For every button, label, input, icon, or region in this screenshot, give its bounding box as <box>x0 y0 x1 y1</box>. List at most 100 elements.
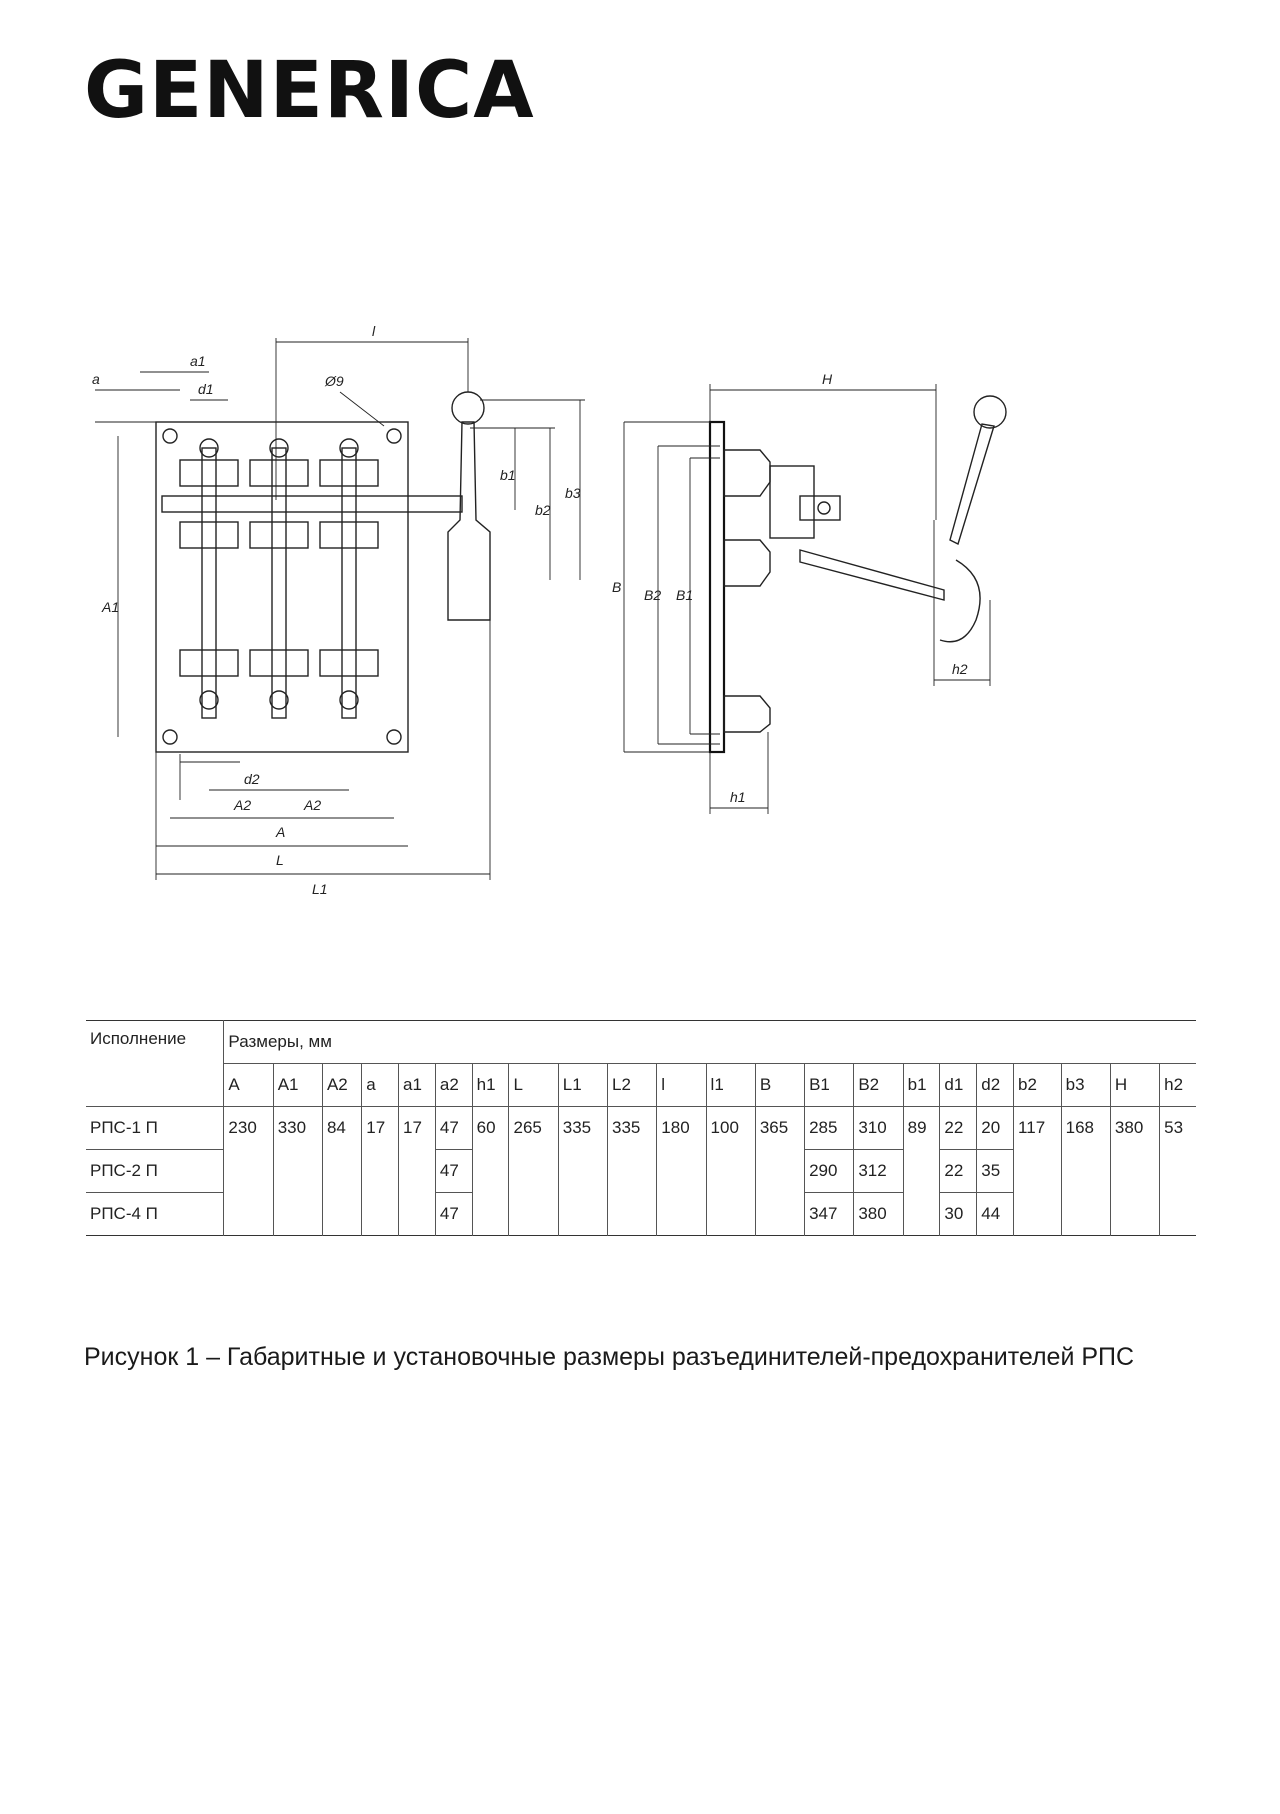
table-cell: 100 <box>705 1106 756 1150</box>
column-header: a2 <box>434 1063 473 1107</box>
side-pivot <box>817 501 831 515</box>
column-header: L2 <box>607 1063 657 1107</box>
column-header: d2 <box>976 1063 1014 1107</box>
side-contact-bottom <box>723 695 771 733</box>
side-rod <box>799 549 945 601</box>
table-cell <box>471 1192 509 1236</box>
table-cell <box>902 1149 940 1193</box>
table-cell <box>557 1149 608 1193</box>
table-cell: 84 <box>321 1106 362 1150</box>
column-header: A1 <box>272 1063 323 1107</box>
table-cell <box>361 1149 399 1193</box>
drive-shaft <box>161 495 463 513</box>
column-header: a <box>361 1063 399 1107</box>
side-mechanism <box>769 465 815 539</box>
dim-A2-right: A2 <box>303 797 321 813</box>
dim-h1: h1 <box>730 789 746 805</box>
column-header: B <box>754 1063 805 1107</box>
table-cell: 53 <box>1159 1106 1196 1150</box>
table-cell: 35 <box>976 1149 1014 1193</box>
mount-hole <box>162 428 178 444</box>
pole-3 <box>319 438 379 719</box>
dim-b2: b2 <box>535 502 551 518</box>
column-header: h2 <box>1159 1063 1196 1107</box>
table-cell <box>656 1192 707 1236</box>
table-cell <box>508 1149 559 1193</box>
table-cell <box>272 1192 323 1236</box>
side-base-plate <box>708 420 726 754</box>
dim-B1: B1 <box>676 587 693 603</box>
table-cell <box>508 1192 559 1236</box>
handle-lever <box>447 421 491 621</box>
column-header: L <box>508 1063 559 1107</box>
table-cell <box>607 1149 657 1193</box>
table-cell <box>656 1149 707 1193</box>
table-cell <box>1013 1192 1062 1236</box>
brand-logo: GENERICA <box>84 46 535 136</box>
front-dimensions <box>95 338 585 880</box>
column-header: l <box>656 1063 707 1107</box>
technical-drawing: l a1 a d1 Ø9 b1 b2 b3 A1 d2 A2 A2 A L L1… <box>92 323 1007 897</box>
table-cell: 44 <box>976 1192 1014 1236</box>
dim-B: B <box>612 579 621 595</box>
side-handle-lever <box>949 423 995 545</box>
handle-knob <box>451 391 485 425</box>
table-cell: 20 <box>976 1106 1014 1150</box>
row-variant: РПС-1 П <box>86 1106 224 1150</box>
table-cell: 310 <box>853 1106 904 1150</box>
table-cell <box>557 1192 608 1236</box>
column-header: H <box>1109 1063 1160 1107</box>
column-header: b3 <box>1060 1063 1111 1107</box>
table-cell <box>398 1149 436 1193</box>
mount-hole <box>162 729 178 745</box>
table-cell <box>754 1149 805 1193</box>
table-cell: 117 <box>1013 1106 1062 1150</box>
table-cell: 347 <box>804 1192 854 1236</box>
figure-caption: Рисунок 1 – Габаритные и установочные ра… <box>84 1343 1135 1371</box>
mount-hole <box>386 729 402 745</box>
table-cell <box>754 1192 805 1236</box>
column-header: A <box>223 1063 274 1107</box>
dim-b3: b3 <box>565 485 581 501</box>
side-dimensions <box>623 384 991 814</box>
column-header: h1 <box>471 1063 509 1107</box>
pole-2 <box>249 438 309 719</box>
table-cell: 22 <box>939 1149 977 1193</box>
column-header: A2 <box>321 1063 362 1107</box>
pole-1 <box>179 438 239 719</box>
dim-L: L <box>276 852 284 868</box>
table-cell: 335 <box>557 1106 608 1150</box>
dim-A2-left: A2 <box>233 797 251 813</box>
table-cell <box>223 1192 274 1236</box>
table-cell <box>398 1192 436 1236</box>
dim-B2: B2 <box>644 587 661 603</box>
column-header: d1 <box>939 1063 977 1107</box>
dim-L1: L1 <box>312 881 328 897</box>
table-cell <box>361 1192 399 1236</box>
column-header: a1 <box>398 1063 436 1107</box>
side-contact-mid <box>723 539 771 587</box>
table-cell <box>1159 1149 1196 1193</box>
header-variant: Исполнение <box>90 1029 187 1048</box>
column-header: l1 <box>705 1063 756 1107</box>
column-header: b1 <box>902 1063 940 1107</box>
table-cell: 17 <box>398 1106 436 1150</box>
dim-dia9: Ø9 <box>324 373 344 389</box>
table-cell: 180 <box>656 1106 707 1150</box>
table-cell: 47 <box>434 1106 473 1150</box>
table-cell: 47 <box>434 1149 473 1193</box>
dim-a: a <box>92 371 100 387</box>
table-cell <box>607 1192 657 1236</box>
table-cell <box>1109 1192 1160 1236</box>
header-sizes: Размеры, мм <box>223 1020 1196 1064</box>
table-cell <box>1013 1149 1062 1193</box>
column-header: L1 <box>557 1063 608 1107</box>
side-contact-top <box>723 449 771 497</box>
table-cell: 47 <box>434 1192 473 1236</box>
table-cell <box>1159 1192 1196 1236</box>
table-cell: 60 <box>471 1106 509 1150</box>
table-cell: 380 <box>853 1192 904 1236</box>
